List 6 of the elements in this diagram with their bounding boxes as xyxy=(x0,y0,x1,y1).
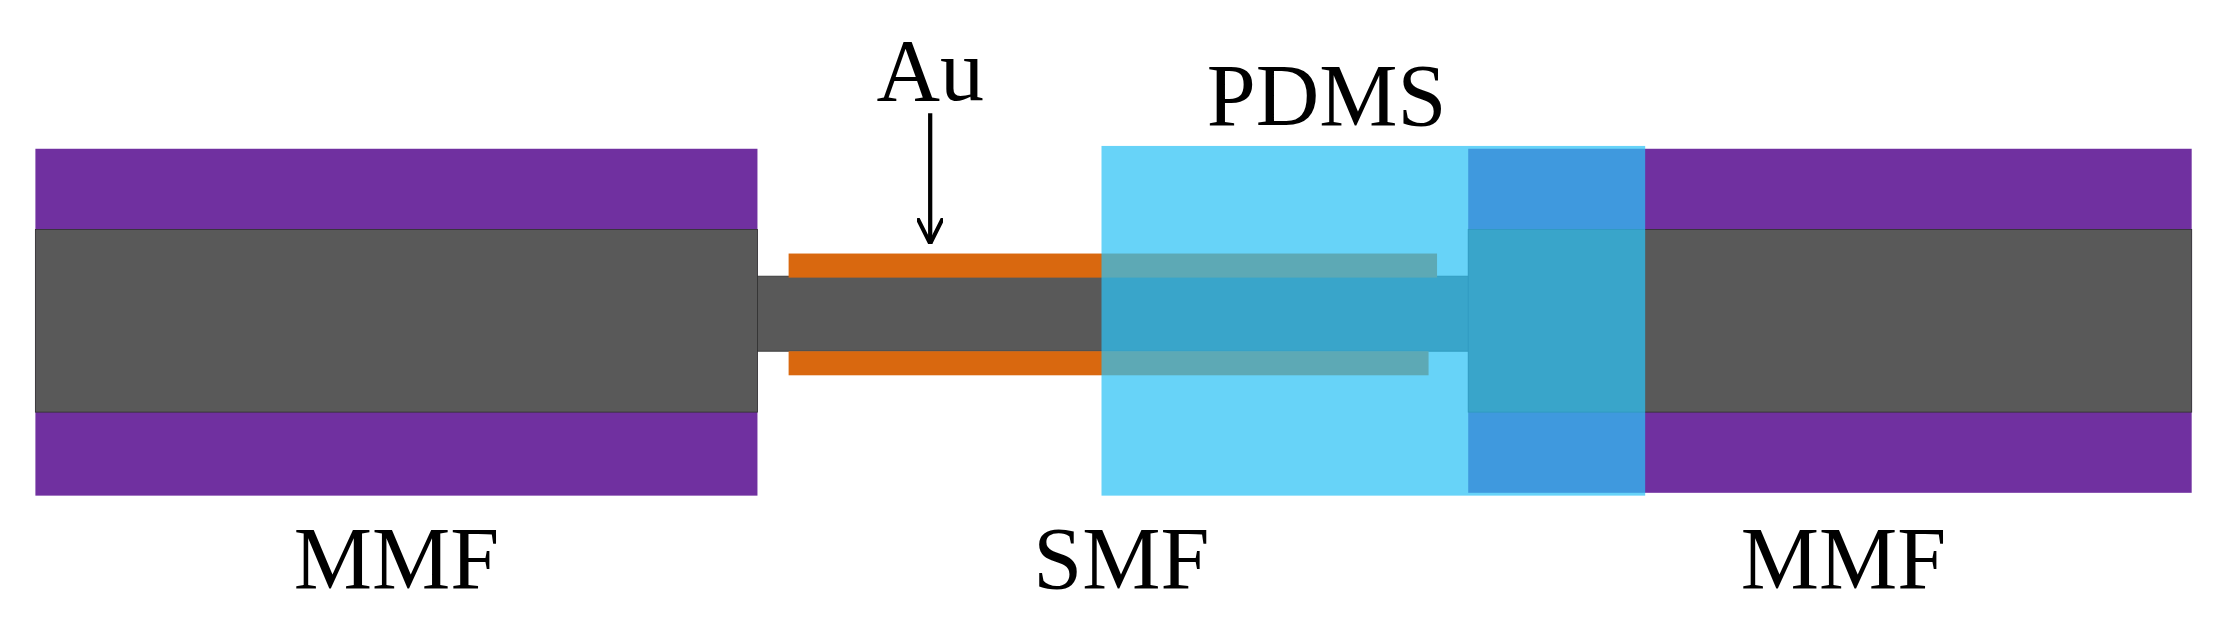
material-label: PDMS xyxy=(1206,52,1447,141)
material-label: MMF xyxy=(1740,515,1947,604)
material-label: MMF xyxy=(293,515,500,604)
leader-line xyxy=(915,113,945,246)
material-label: SMF xyxy=(1033,515,1210,604)
material-label: Au xyxy=(876,26,984,115)
